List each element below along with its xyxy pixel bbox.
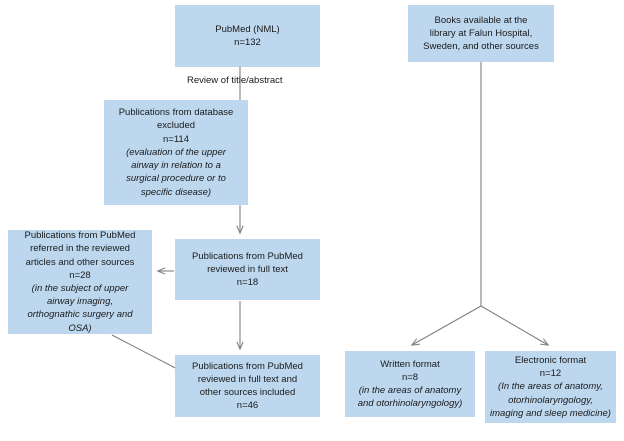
node-line: Sweden, and other sources bbox=[423, 41, 539, 53]
node-line: other sources included bbox=[199, 387, 296, 398]
connector-referred-to-included bbox=[111, 334, 183, 372]
node-line: Electronic format bbox=[514, 355, 587, 366]
node-line: reviewed in full text bbox=[207, 263, 288, 275]
node-line: n=46 bbox=[236, 400, 259, 412]
node-line: OSA) bbox=[68, 322, 92, 334]
node-line: Publications from PubMed bbox=[192, 360, 303, 372]
node-publications-full-text: Publications from PubMed reviewed in ful… bbox=[175, 239, 320, 300]
node-line: library at Falun Hospital, bbox=[429, 27, 533, 39]
node-line: n=114 bbox=[163, 133, 189, 145]
node-line: excluded bbox=[156, 120, 196, 132]
node-line: n=18 bbox=[236, 277, 259, 289]
node-line: orthognathic surgery and bbox=[27, 309, 133, 321]
node-line: Publications from PubMed bbox=[192, 250, 303, 262]
node-line: (in the areas of anatomy bbox=[358, 385, 462, 396]
node-line: Publications from database bbox=[118, 107, 234, 119]
node-line: specific disease) bbox=[140, 186, 212, 198]
node-line: Written format bbox=[380, 358, 440, 370]
node-line: (In the areas of anatomy, bbox=[498, 381, 603, 393]
node-line: airway imaging, bbox=[47, 296, 113, 308]
node-electronic-format: Electronic format n=12 (In the areas of … bbox=[485, 351, 616, 423]
connector-books-to-written bbox=[412, 305, 482, 345]
node-pubmed-source: PubMed (NML) n=132 bbox=[175, 5, 320, 67]
node-line: n=12 bbox=[539, 368, 562, 380]
node-written-format: Written format n=8 (in the areas of anat… bbox=[345, 351, 475, 417]
node-line: airway in relation to a bbox=[131, 160, 221, 172]
node-line: (evaluation of the upper bbox=[126, 146, 226, 158]
node-line: (in the subject of upper bbox=[31, 283, 129, 294]
node-publications-included: Publications from PubMed reviewed in ful… bbox=[175, 355, 320, 417]
connector-books-to-electronic bbox=[480, 305, 548, 345]
node-line: n=132 bbox=[234, 37, 261, 48]
node-publications-excluded: Publications from database excluded n=11… bbox=[104, 100, 248, 205]
node-line: reviewed in full text and bbox=[197, 373, 298, 385]
node-line: and otorhinolaryngology) bbox=[357, 398, 463, 410]
node-line: referred in the reviewed bbox=[30, 243, 130, 255]
node-line: otorhinolaryngology, bbox=[508, 394, 593, 406]
node-line: PubMed (NML) bbox=[215, 23, 280, 35]
node-books-source: Books available at the library at Falun … bbox=[408, 5, 554, 62]
node-line: surgical procedure or to bbox=[126, 173, 226, 185]
node-line: imaging and sleep medicine) bbox=[490, 407, 611, 419]
node-line: articles and other sources bbox=[25, 256, 135, 268]
node-line: Publications from PubMed bbox=[24, 230, 136, 242]
node-line: n=8 bbox=[401, 371, 419, 383]
node-line: n=28 bbox=[69, 269, 91, 281]
node-line: Books available at the bbox=[434, 14, 528, 26]
edge-label-review-of-title-abstract: Review of title/abstract bbox=[187, 75, 283, 86]
node-publications-referred: Publications from PubMed referred in the… bbox=[8, 230, 152, 334]
